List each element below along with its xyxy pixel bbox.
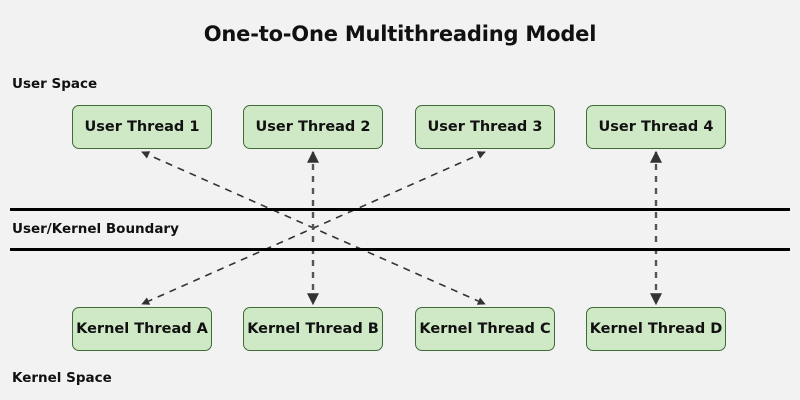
boundary-line-bottom [10,248,790,251]
kernel-thread-label-a: Kernel Thread A [76,321,208,337]
user-thread-label-1: User Thread 1 [84,119,200,135]
kernel-thread-box-a[interactable]: Kernel Thread A [72,307,212,351]
user-kernel-boundary-label: User/Kernel Boundary [12,221,179,237]
boundary-line-top [10,208,790,211]
user-thread-label-3: User Thread 3 [427,119,543,135]
kernel-thread-box-c[interactable]: Kernel Thread C [415,307,555,351]
user-thread-label-4: User Thread 4 [598,119,714,135]
user-thread-box-2[interactable]: User Thread 2 [243,105,383,149]
user-space-label: User Space [12,76,98,92]
kernel-space-label: Kernel Space [12,370,112,386]
user-thread-box-1[interactable]: User Thread 1 [72,105,212,149]
kernel-thread-box-b[interactable]: Kernel Thread B [243,307,383,351]
kernel-thread-box-d[interactable]: Kernel Thread D [586,307,726,351]
user-thread-box-3[interactable]: User Thread 3 [415,105,555,149]
kernel-thread-label-d: Kernel Thread D [589,321,723,337]
user-thread-box-4[interactable]: User Thread 4 [586,105,726,149]
page-title: One-to-One Multithreading Model [203,22,597,46]
user-thread-label-2: User Thread 2 [255,119,371,135]
kernel-thread-label-c: Kernel Thread C [419,321,551,337]
kernel-thread-label-b: Kernel Thread B [247,321,379,337]
